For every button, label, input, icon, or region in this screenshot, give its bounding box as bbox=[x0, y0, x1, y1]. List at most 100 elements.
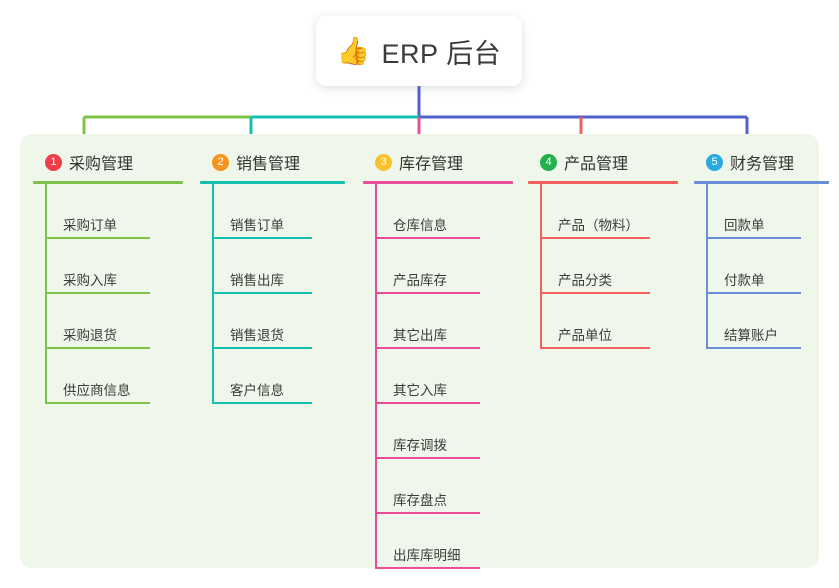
column-title-sales: 销售管理 bbox=[236, 156, 301, 173]
column-badge-finance: 5 bbox=[706, 153, 723, 171]
list-item[interactable]: 回款单 bbox=[706, 184, 829, 239]
column-header-sales[interactable]: 2 销售管理 bbox=[200, 148, 345, 176]
column-title-procurement: 采购管理 bbox=[69, 156, 134, 173]
list-item-rule bbox=[540, 292, 650, 294]
list-item[interactable]: 出库库明细 bbox=[375, 514, 513, 569]
root-node-content: 👍 ERP 后台 bbox=[337, 32, 501, 71]
column-badge-sales: 2 bbox=[212, 153, 229, 171]
column-product: 4 产品管理产品（物料） 产品分类产品单位 bbox=[528, 148, 678, 349]
column-items-inventory: 仓库信息产品库存其它出库其它入库库存调拨库存盘点出库库明细 bbox=[375, 184, 513, 569]
list-item-rule bbox=[540, 347, 650, 349]
list-item[interactable]: 结算账户 bbox=[706, 294, 829, 349]
list-item[interactable]: 采购订单 bbox=[45, 184, 183, 239]
column-inventory: 3 库存管理仓库信息产品库存其它出库其它入库库存调拨库存盘点出库库明细 bbox=[363, 148, 513, 569]
list-item-label: 产品库存 bbox=[393, 272, 447, 288]
list-item[interactable]: 库存调拨 bbox=[375, 404, 513, 459]
column-badge-inventory: 3 bbox=[375, 153, 392, 171]
list-item-rule bbox=[212, 237, 312, 239]
column-header-product[interactable]: 4 产品管理 bbox=[528, 148, 678, 176]
list-item[interactable]: 仓库信息 bbox=[375, 184, 513, 239]
thumbs-up-icon: 👍 bbox=[336, 35, 371, 66]
column-spine-product bbox=[540, 184, 542, 349]
list-item-label: 销售订单 bbox=[230, 217, 284, 233]
list-item[interactable]: 客户信息 bbox=[212, 349, 345, 404]
list-item-rule bbox=[706, 292, 801, 294]
list-item-label: 销售出库 bbox=[230, 272, 284, 288]
list-item[interactable]: 产品（物料） bbox=[540, 184, 678, 239]
list-item-label: 供应商信息 bbox=[63, 382, 131, 398]
list-item-label: 结算账户 bbox=[724, 327, 778, 343]
list-item-label: 产品分类 bbox=[558, 272, 612, 288]
column-header-inventory[interactable]: 3 库存管理 bbox=[363, 148, 513, 176]
list-item-rule bbox=[375, 567, 480, 569]
list-item[interactable]: 产品库存 bbox=[375, 239, 513, 294]
column-title-inventory: 库存管理 bbox=[399, 156, 464, 173]
column-spine-inventory bbox=[375, 184, 377, 569]
list-item-rule bbox=[375, 512, 480, 514]
list-item-label: 库存调拨 bbox=[393, 437, 447, 453]
list-item-label: 库存盘点 bbox=[393, 492, 447, 508]
column-badge-product: 4 bbox=[540, 153, 557, 171]
list-item-rule bbox=[212, 402, 312, 404]
column-header-rule-inventory bbox=[363, 181, 513, 184]
column-badge-procurement: 1 bbox=[45, 153, 62, 171]
list-item[interactable]: 产品分类 bbox=[540, 239, 678, 294]
list-item-label: 出库库明细 bbox=[393, 547, 461, 563]
root-node-erp-backend[interactable]: 👍 ERP 后台 bbox=[316, 16, 522, 86]
list-item[interactable]: 供应商信息 bbox=[45, 349, 183, 404]
column-sales: 2 销售管理销售订单销售出库销售退货客户信息 bbox=[200, 148, 345, 404]
column-title-product: 产品管理 bbox=[564, 156, 629, 173]
column-procurement: 1 采购管理采购订单采购入库采购退货供应商信息 bbox=[33, 148, 183, 404]
list-item-label: 其它入库 bbox=[393, 382, 447, 398]
list-item-rule bbox=[212, 347, 312, 349]
list-item[interactable]: 采购退货 bbox=[45, 294, 183, 349]
list-item-rule bbox=[375, 347, 480, 349]
column-items-finance: 回款单付款单结算账户 bbox=[706, 184, 829, 349]
list-item[interactable]: 其它入库 bbox=[375, 349, 513, 404]
list-item-rule bbox=[375, 457, 480, 459]
list-item[interactable]: 付款单 bbox=[706, 239, 829, 294]
column-spine-finance bbox=[706, 184, 708, 349]
list-item-label: 仓库信息 bbox=[393, 217, 447, 233]
diagram-panel: 1 采购管理采购订单采购入库采购退货供应商信息 2 销售管理销售订单销售出库销售退货客… bbox=[20, 134, 829, 569]
list-item-rule bbox=[706, 347, 801, 349]
column-spine-sales bbox=[212, 184, 214, 404]
list-item[interactable]: 销售退货 bbox=[212, 294, 345, 349]
list-item-rule bbox=[45, 402, 150, 404]
list-item-label: 销售退货 bbox=[230, 327, 284, 343]
list-item-rule bbox=[375, 402, 480, 404]
list-item[interactable]: 销售出库 bbox=[212, 239, 345, 294]
column-finance: 5 财务管理回款单付款单结算账户 bbox=[694, 148, 829, 349]
column-items-product: 产品（物料） 产品分类产品单位 bbox=[540, 184, 678, 349]
list-item-rule bbox=[706, 237, 801, 239]
list-item[interactable]: 采购入库 bbox=[45, 239, 183, 294]
list-item-label: 采购订单 bbox=[63, 217, 117, 233]
column-header-rule-sales bbox=[200, 181, 345, 184]
list-item-label: 客户信息 bbox=[230, 382, 284, 398]
list-item-label: 付款单 bbox=[724, 272, 765, 288]
root-node-label: ERP 后台 bbox=[381, 38, 502, 69]
list-item-rule bbox=[212, 292, 312, 294]
column-items-sales: 销售订单销售出库销售退货客户信息 bbox=[212, 184, 345, 404]
column-spine-procurement bbox=[45, 184, 47, 404]
list-item-rule bbox=[45, 347, 150, 349]
list-item[interactable]: 库存盘点 bbox=[375, 459, 513, 514]
list-item[interactable]: 其它出库 bbox=[375, 294, 513, 349]
column-title-finance: 财务管理 bbox=[730, 156, 795, 173]
list-item-label: 采购入库 bbox=[63, 272, 117, 288]
column-header-rule-procurement bbox=[33, 181, 183, 184]
list-item-label: 产品（物料） bbox=[558, 217, 639, 233]
list-item-rule bbox=[540, 237, 650, 239]
list-item[interactable]: 产品单位 bbox=[540, 294, 678, 349]
list-item-label: 采购退货 bbox=[63, 327, 117, 343]
column-header-rule-finance bbox=[694, 181, 829, 184]
list-item-rule bbox=[375, 237, 480, 239]
column-header-procurement[interactable]: 1 采购管理 bbox=[33, 148, 183, 176]
list-item[interactable]: 销售订单 bbox=[212, 184, 345, 239]
column-header-finance[interactable]: 5 财务管理 bbox=[694, 148, 829, 176]
list-item-rule bbox=[45, 237, 150, 239]
list-item-rule bbox=[375, 292, 480, 294]
list-item-label: 产品单位 bbox=[558, 327, 612, 343]
list-item-label: 其它出库 bbox=[393, 327, 447, 343]
column-items-procurement: 采购订单采购入库采购退货供应商信息 bbox=[45, 184, 183, 404]
